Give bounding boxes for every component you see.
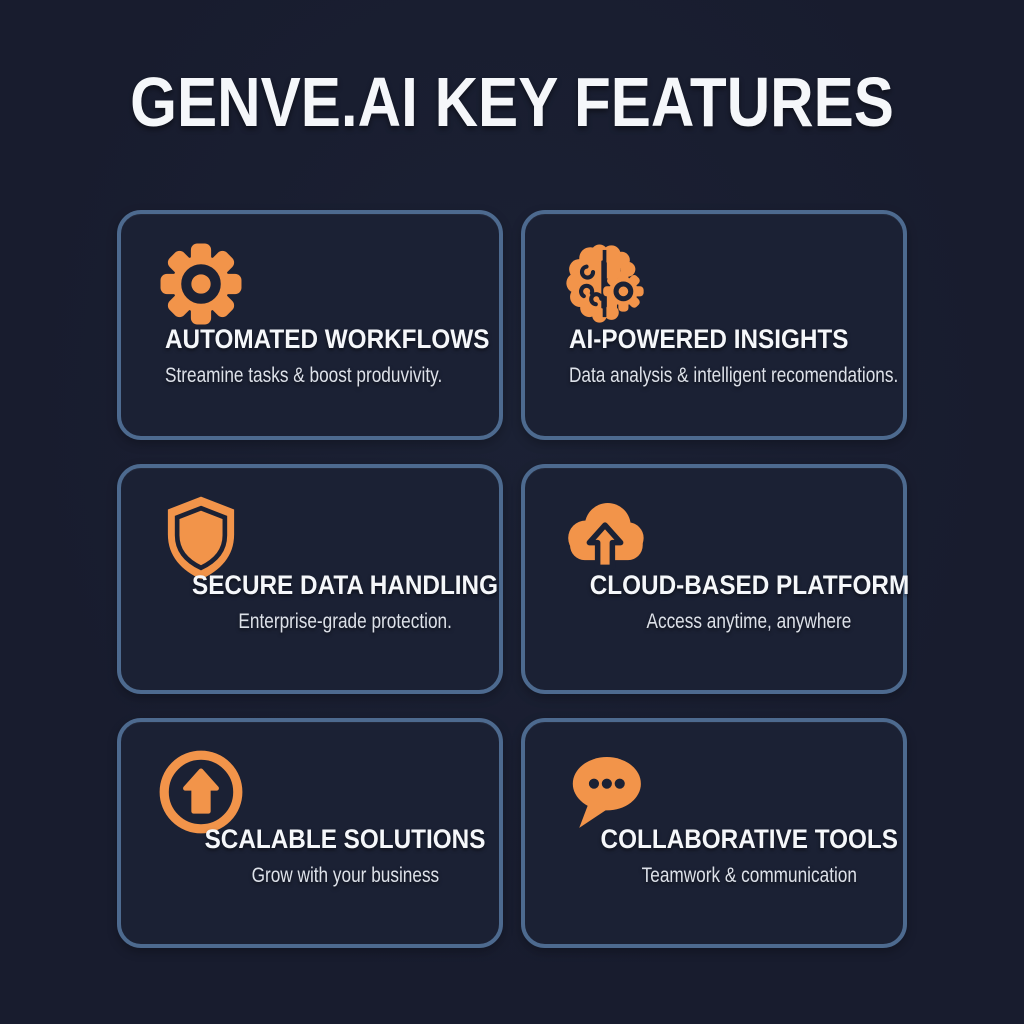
card-title: SECURE DATA HANDLING <box>192 570 498 600</box>
page-header: GENVE.AI KEY FEATURES <box>0 0 1024 142</box>
card-subtitle: Teamwork & communication <box>641 864 857 887</box>
card-text: SCALABLE SOLUTIONS Grow with your busine… <box>203 824 487 888</box>
page-title: GENVE.AI KEY FEATURES <box>130 63 894 141</box>
arrow-up-circle-icon <box>155 746 247 838</box>
card-title: AUTOMATED WORKFLOWS <box>165 324 490 354</box>
card-text: CLOUD-BASED PLATFORM Access anytime, any… <box>589 570 908 634</box>
card-subtitle: Grow with your business <box>251 864 439 887</box>
card-title: AI-POWERED INSIGHTS <box>569 324 849 354</box>
features-grid: AUTOMATED WORKFLOWS Streamine tasks & bo… <box>117 210 909 948</box>
card-title: COLLABORATIVE TOOLS <box>600 824 898 854</box>
shield-icon <box>155 492 247 584</box>
card-text: COLLABORATIVE TOOLS Teamwork & communica… <box>600 824 897 888</box>
card-text: AUTOMATED WORKFLOWS Streamine tasks & bo… <box>165 324 489 388</box>
card-title: CLOUD-BASED PLATFORM <box>589 570 909 600</box>
card-subtitle: Streamine tasks & boost produvivity. <box>165 364 443 387</box>
chat-bubble-icon <box>559 746 651 838</box>
feature-card-secure-data-handling: SECURE DATA HANDLING Enterprise-grade pr… <box>117 464 503 694</box>
card-text: SECURE DATA HANDLING Enterprise-grade pr… <box>192 570 498 634</box>
cloud-upload-icon <box>559 492 651 584</box>
card-text: AI-POWERED INSIGHTS Data analysis & inte… <box>569 324 898 388</box>
feature-card-cloud-based-platform: CLOUD-BASED PLATFORM Access anytime, any… <box>521 464 909 694</box>
brain-gear-icon <box>559 238 651 330</box>
gear-icon <box>155 238 247 330</box>
feature-card-ai-powered-insights: AI-POWERED INSIGHTS Data analysis & inte… <box>521 210 907 440</box>
feature-card-automated-workflows: AUTOMATED WORKFLOWS Streamine tasks & bo… <box>117 210 503 440</box>
feature-card-scalable-solutions: SCALABLE SOLUTIONS Grow with your busine… <box>117 718 503 948</box>
card-subtitle: Access anytime, anywhere <box>646 610 852 633</box>
card-subtitle: Data analysis & intelligent recomendatio… <box>569 364 899 387</box>
card-title: SCALABLE SOLUTIONS <box>204 824 486 854</box>
feature-card-collaborative-tools: COLLABORATIVE TOOLS Teamwork & communica… <box>521 718 907 948</box>
card-subtitle: Enterprise-grade protection. <box>238 610 452 633</box>
